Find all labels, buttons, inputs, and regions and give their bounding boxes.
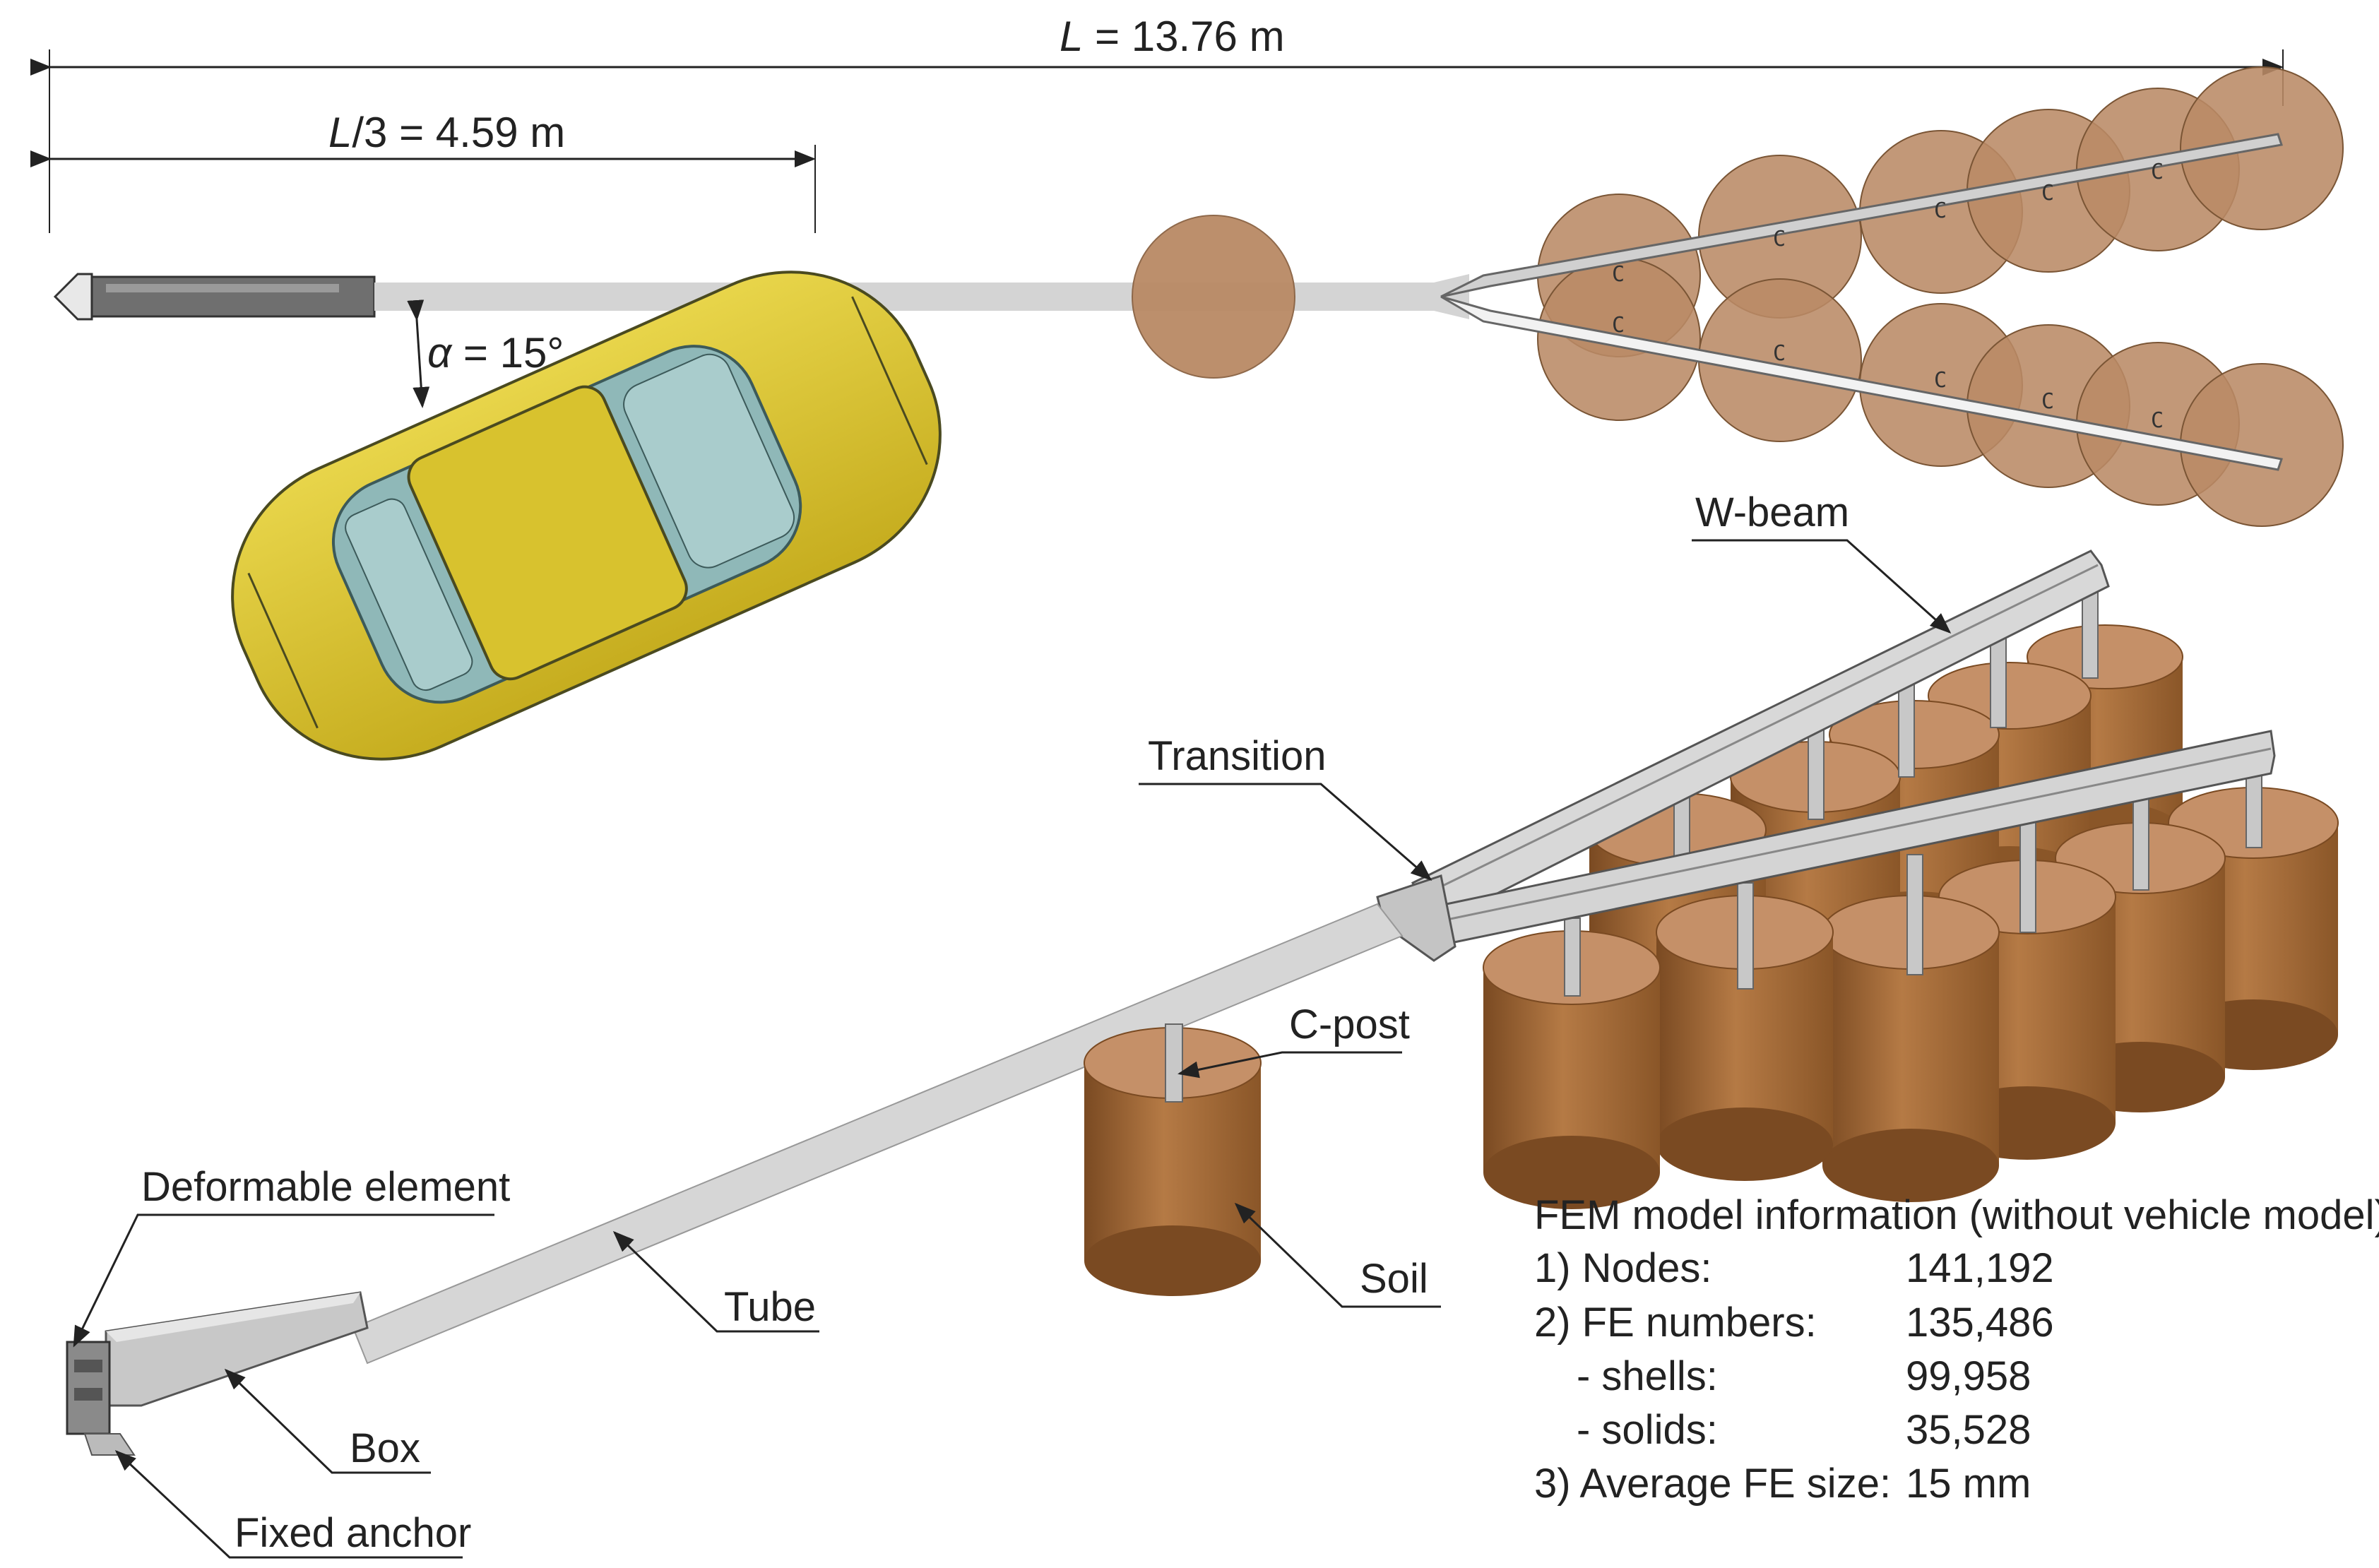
svg-text:C: C <box>1612 313 1625 338</box>
svg-text:C: C <box>2151 160 2164 184</box>
dimension-total-length: L = 13.76 m <box>30 13 2284 233</box>
vehicle-model <box>231 271 942 761</box>
fem-row-value: 35,528 <box>1906 1407 2031 1453</box>
fem-row-value: 141,192 <box>1906 1245 2054 1291</box>
total-length-label: = 13.76 m <box>1083 13 1284 60</box>
length-symbol-third: L <box>328 109 352 156</box>
iso-terminal <box>66 1291 369 1456</box>
fem-row-label: - shells: <box>1577 1353 1718 1399</box>
fem-row-value: 135,486 <box>1906 1300 2054 1346</box>
c-post-label: C-post <box>1289 1002 1410 1047</box>
fixed-anchor-label: Fixed anchor <box>235 1510 471 1556</box>
iso-soil-blocks <box>1483 624 2339 1209</box>
fem-row-value: 99,958 <box>1906 1353 2031 1399</box>
callout-transition: Transition <box>1139 733 1432 881</box>
svg-text:C: C <box>2041 181 2054 206</box>
iso-w-beam-rails <box>1411 550 2276 948</box>
svg-text:C: C <box>1612 262 1625 287</box>
soil-label: Soil <box>1360 1256 1428 1302</box>
fem-info-block: FEM model information (without vehicle m… <box>1534 1192 2379 1507</box>
top-view-post-marks: C C C C C C C C C C <box>1612 160 2164 433</box>
svg-text:L = 13.76 m: L = 13.76 m <box>1060 13 1285 60</box>
fem-row-label: 2) FE numbers: <box>1534 1300 1817 1346</box>
callout-deformable-element: Deformable element <box>73 1164 510 1348</box>
svg-text:C: C <box>2151 408 2164 433</box>
callout-c-post: C-post <box>1177 1002 1410 1079</box>
deformable-element-label: Deformable element <box>141 1164 510 1210</box>
top-view-soil-blocks: C C C C C C C C C C <box>1132 66 2344 527</box>
callout-soil: Soil <box>1234 1202 1441 1308</box>
fem-row-label: - solids: <box>1577 1407 1718 1453</box>
fem-row-value: 15 mm <box>1906 1461 2031 1507</box>
callout-box: Box <box>224 1368 431 1474</box>
tube-label: Tube <box>724 1284 816 1330</box>
top-view-rails <box>1440 133 2283 471</box>
iso-single-soil <box>1084 1023 1262 1296</box>
transition-label: Transition <box>1148 733 1327 779</box>
length-symbol: L <box>1060 13 1083 60</box>
svg-text:C: C <box>1934 368 1947 393</box>
iso-posts <box>1564 564 2262 997</box>
dimension-third-length: L/3 = 4.59 m <box>30 109 816 233</box>
box-label: Box <box>350 1425 420 1471</box>
svg-text:C: C <box>1773 341 1786 366</box>
svg-text:C: C <box>1773 227 1786 251</box>
svg-text:C: C <box>1934 198 1947 223</box>
callout-fixed-anchor: Fixed anchor <box>114 1449 471 1559</box>
svg-text:L/3 = 4.59 m: L/3 = 4.59 m <box>328 109 565 156</box>
fem-row-label: 1) Nodes: <box>1534 1245 1711 1291</box>
callout-tube: Tube <box>612 1230 819 1333</box>
w-beam-label: W-beam <box>1695 489 1849 535</box>
callout-w-beam: W-beam <box>1692 489 1952 634</box>
fem-row-label: 3) Average FE size: <box>1534 1461 1891 1507</box>
svg-text:C: C <box>2041 389 2054 414</box>
third-length-label: /3 = 4.59 m <box>352 109 565 156</box>
fem-info-heading: FEM model information (without vehicle m… <box>1534 1192 2379 1238</box>
angle-symbol: α <box>427 329 453 376</box>
